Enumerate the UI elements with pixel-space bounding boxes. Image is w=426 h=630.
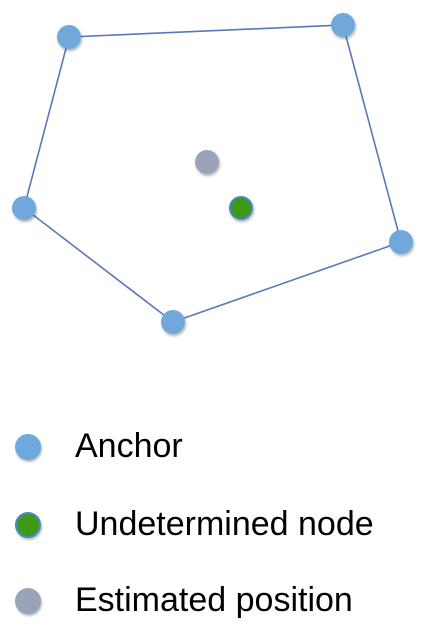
legend-label-undetermined: Undetermined node [75, 505, 374, 543]
legend-label-estimated: Estimated position [75, 581, 353, 619]
undetermined-node [229, 196, 253, 220]
localization-diagram [12, 13, 413, 334]
anchor-dot-icon [15, 434, 41, 460]
anchor-node [161, 310, 185, 334]
undetermined-dot-icon [15, 512, 41, 538]
anchor-node [12, 196, 36, 220]
anchor-polygon [23, 24, 402, 323]
anchor-node [57, 25, 81, 49]
legend-item-anchor: Anchor [0, 426, 426, 476]
estimated-position-node [195, 150, 219, 174]
anchor-node [389, 230, 413, 254]
legend-item-undetermined: Undetermined node [0, 504, 426, 554]
legend-item-estimated: Estimated position [0, 580, 426, 630]
legend-label-anchor: Anchor [75, 427, 183, 465]
estimated-dot-icon [15, 588, 41, 614]
anchor-node [331, 13, 355, 37]
